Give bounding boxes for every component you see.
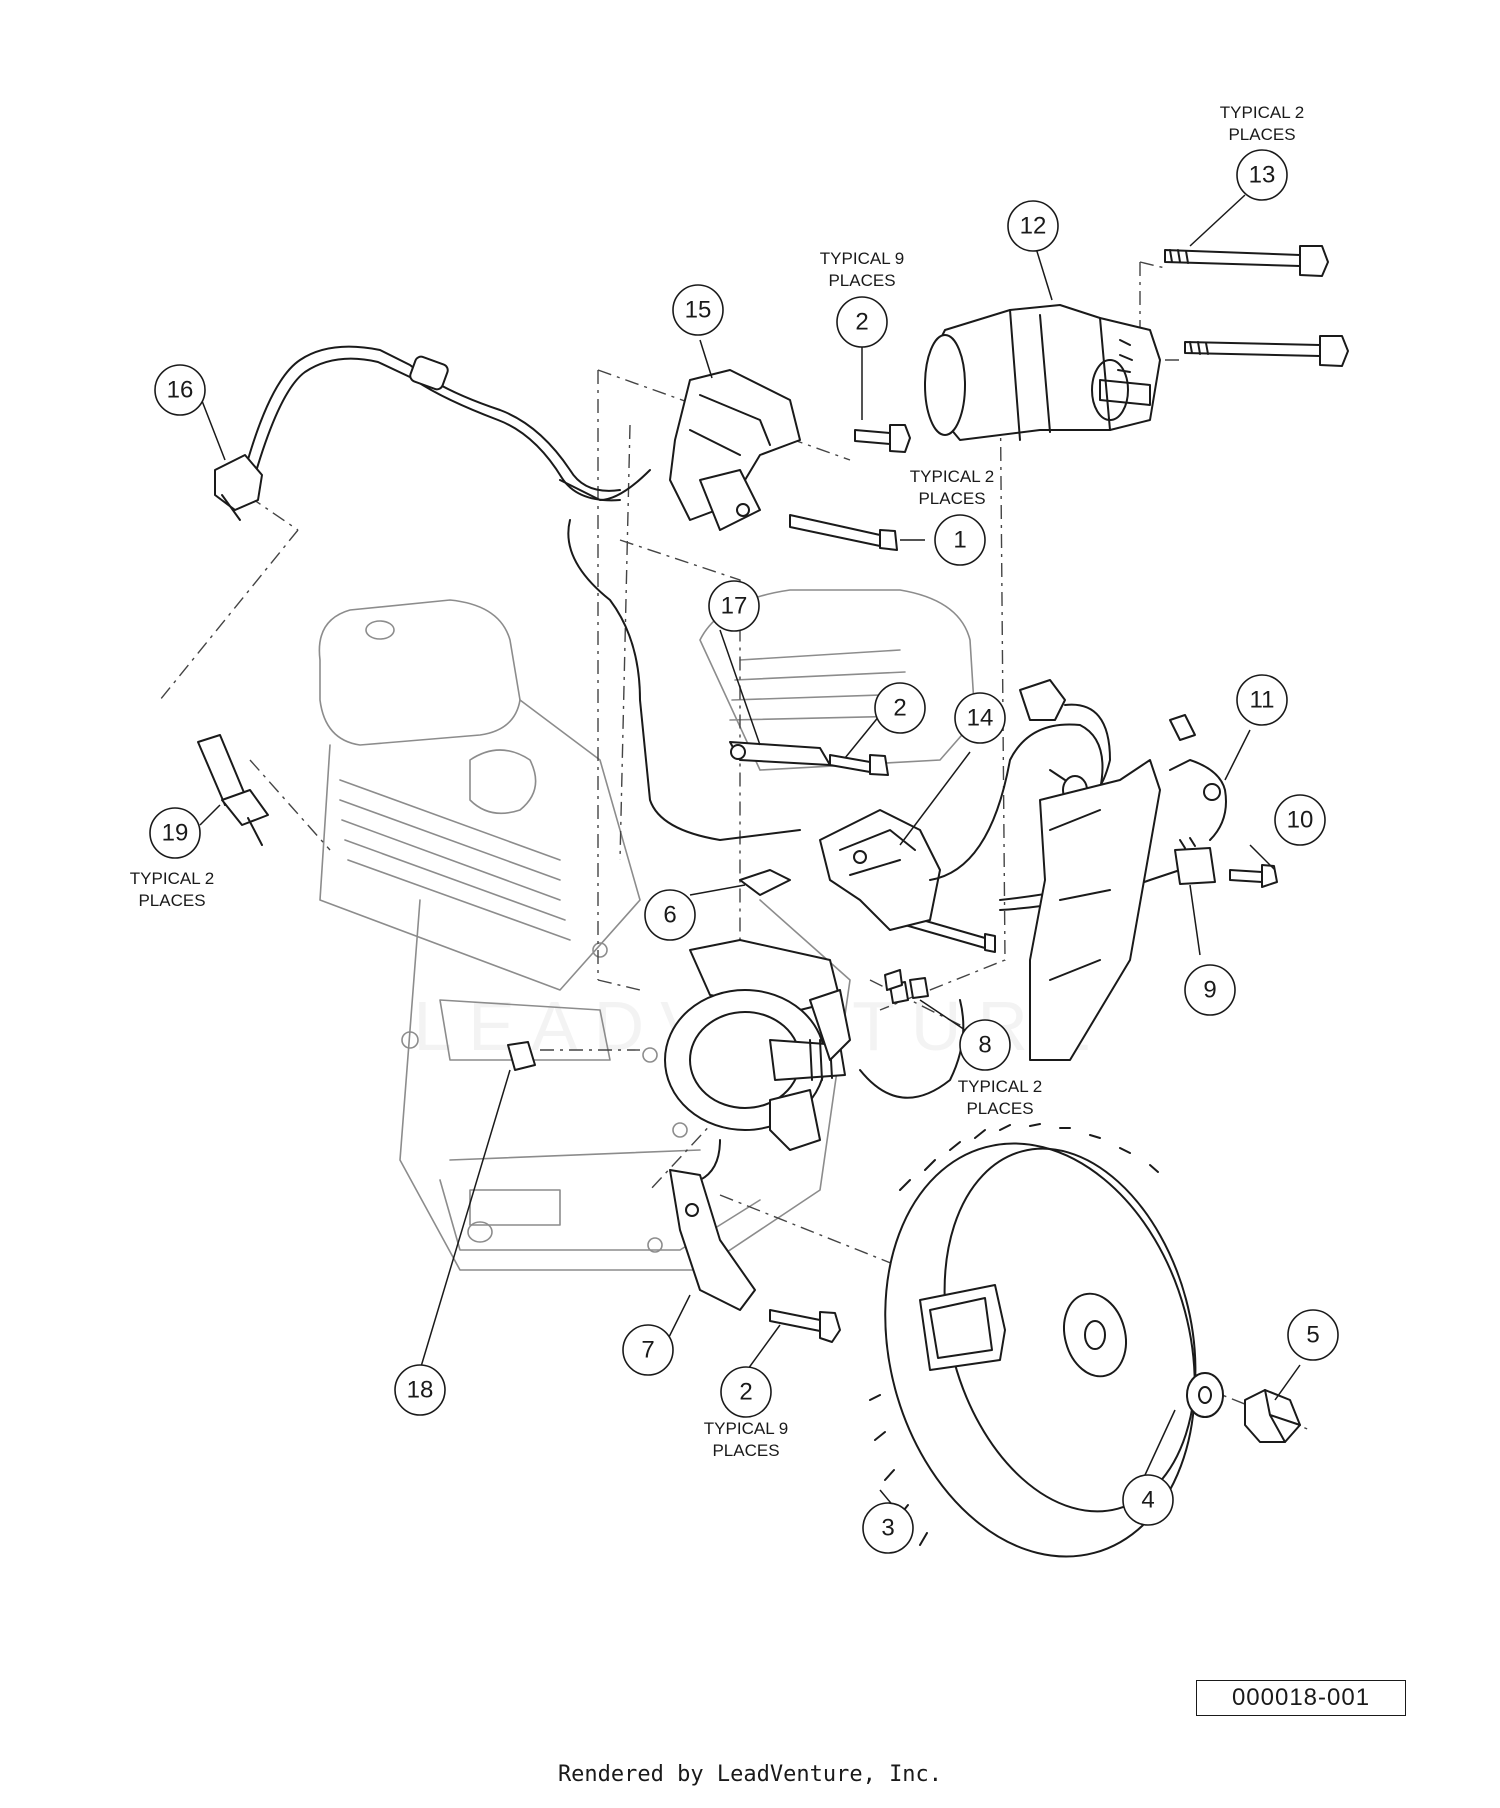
svg-text:PLACES: PLACES [138,891,205,910]
svg-text:PLACES: PLACES [1228,125,1295,144]
svg-text:1: 1 [953,527,966,554]
svg-text:TYPICAL 2: TYPICAL 2 [910,467,994,486]
drain-plug [467,1221,493,1243]
flywheel-magnet [919,1284,1006,1371]
stator-assembly [664,939,965,1311]
svg-text:16: 16 [167,377,194,404]
alternator-bracket [1029,714,1227,1061]
note-typical-19: TYPICAL 2 PLACES [130,869,214,910]
svg-text:6: 6 [663,902,676,929]
callout-11: 11 [1236,674,1288,726]
svg-text:7: 7 [641,1337,654,1364]
callout-16: 16 [154,364,206,416]
left-cylinder [319,699,641,991]
callout-10: 10 [1274,794,1326,846]
cylinder-fins-left [339,779,571,941]
callout-19: 19 [149,807,201,859]
bolts [507,245,1349,1343]
svg-text:PLACES: PLACES [828,271,895,290]
callout-2-middle: 2 [874,682,926,734]
callout-7: 7 [622,1324,674,1376]
note-typical-8: TYPICAL 2 PLACES [958,1077,1042,1118]
svg-text:TYPICAL 2: TYPICAL 2 [958,1077,1042,1096]
callout-8: 8 [959,1019,1011,1071]
callout-15: 15 [672,284,724,336]
svg-text:TYPICAL 9: TYPICAL 9 [820,249,904,268]
crankcase-boss [439,999,611,1061]
intake-port [469,749,537,815]
note-typical-1: TYPICAL 2 PLACES [910,467,994,508]
left-valve-cover [318,599,521,746]
regulator-screw [1229,869,1263,883]
svg-text:8: 8 [978,1032,991,1059]
svg-text:15: 15 [685,297,712,324]
voltage-regulator [1174,847,1216,885]
cylinder-fins-right [729,649,913,721]
callout-17: 17 [708,580,760,632]
callout-2-bottom: 2 [720,1366,772,1418]
plug-boot [214,454,263,511]
svg-text:TYPICAL 2: TYPICAL 2 [130,869,214,888]
svg-text:TYPICAL 2: TYPICAL 2 [1220,103,1304,122]
callout-18: 18 [394,1364,446,1416]
svg-text:PLACES: PLACES [966,1099,1033,1118]
callout-1: 1 [934,514,986,566]
svg-text:17: 17 [721,593,748,620]
note-typical-2-bottom: TYPICAL 9 PLACES [704,1419,788,1460]
svg-text:TYPICAL 9: TYPICAL 9 [704,1419,788,1438]
callout-12: 12 [1007,200,1059,252]
svg-text:13: 13 [1249,162,1276,189]
svg-text:19: 19 [162,820,189,847]
svg-text:PLACES: PLACES [712,1441,779,1460]
callout-13: 13 [1236,149,1288,201]
mount-hole-c [642,1047,658,1063]
svg-text:3: 3 [881,1515,894,1542]
svg-text:9: 9 [1203,977,1216,1004]
diagram-reference-number: 000018-001 [1196,1680,1406,1716]
note-typical-13: TYPICAL 2 PLACES [1220,103,1304,144]
svg-text:12: 12 [1020,213,1047,240]
svg-text:18: 18 [407,1377,434,1404]
callout-4: 4 [1122,1474,1174,1526]
svg-text:2: 2 [893,695,906,722]
callout-6: 6 [644,889,696,941]
flywheel [869,1123,1301,1558]
mount-hole-a [401,1031,419,1049]
svg-text:5: 5 [1306,1322,1319,1349]
callout-3: 3 [862,1502,914,1554]
svg-text:2: 2 [855,309,868,336]
washer [1186,1372,1224,1418]
mount-hole-d [592,942,608,958]
oil-pad [469,1189,561,1226]
mount-hole-e [647,1237,663,1253]
svg-text:11: 11 [1250,687,1275,714]
coil-bolt [854,429,891,445]
mount-hole-b [672,1122,688,1138]
key [739,869,791,896]
engine-block [318,589,976,1271]
spark-plug [197,734,269,846]
starter-motor [924,304,1161,441]
callout-14: 14 [954,692,1006,744]
svg-text:PLACES: PLACES [918,489,985,508]
coil-stud [789,514,881,547]
spark-plug-lead [214,345,621,521]
note-typical-2-top: TYPICAL 9 PLACES [820,249,904,290]
svg-text:2: 2 [739,1379,752,1406]
callout-2-top: 2 [836,296,888,348]
callout-9: 9 [1184,964,1236,1016]
svg-text:4: 4 [1141,1487,1154,1514]
trigger-bracket [669,1169,756,1311]
svg-text:14: 14 [967,705,994,732]
oil-pressure-switch [507,1041,536,1071]
crankcase-base [439,1149,761,1251]
callout-5: 5 [1287,1309,1339,1361]
valve-cover-bolt [365,620,395,640]
svg-text:10: 10 [1287,807,1314,834]
footer-credit: Rendered by LeadVenture, Inc. [557,1762,943,1787]
ignition-coil-upper [559,369,801,531]
